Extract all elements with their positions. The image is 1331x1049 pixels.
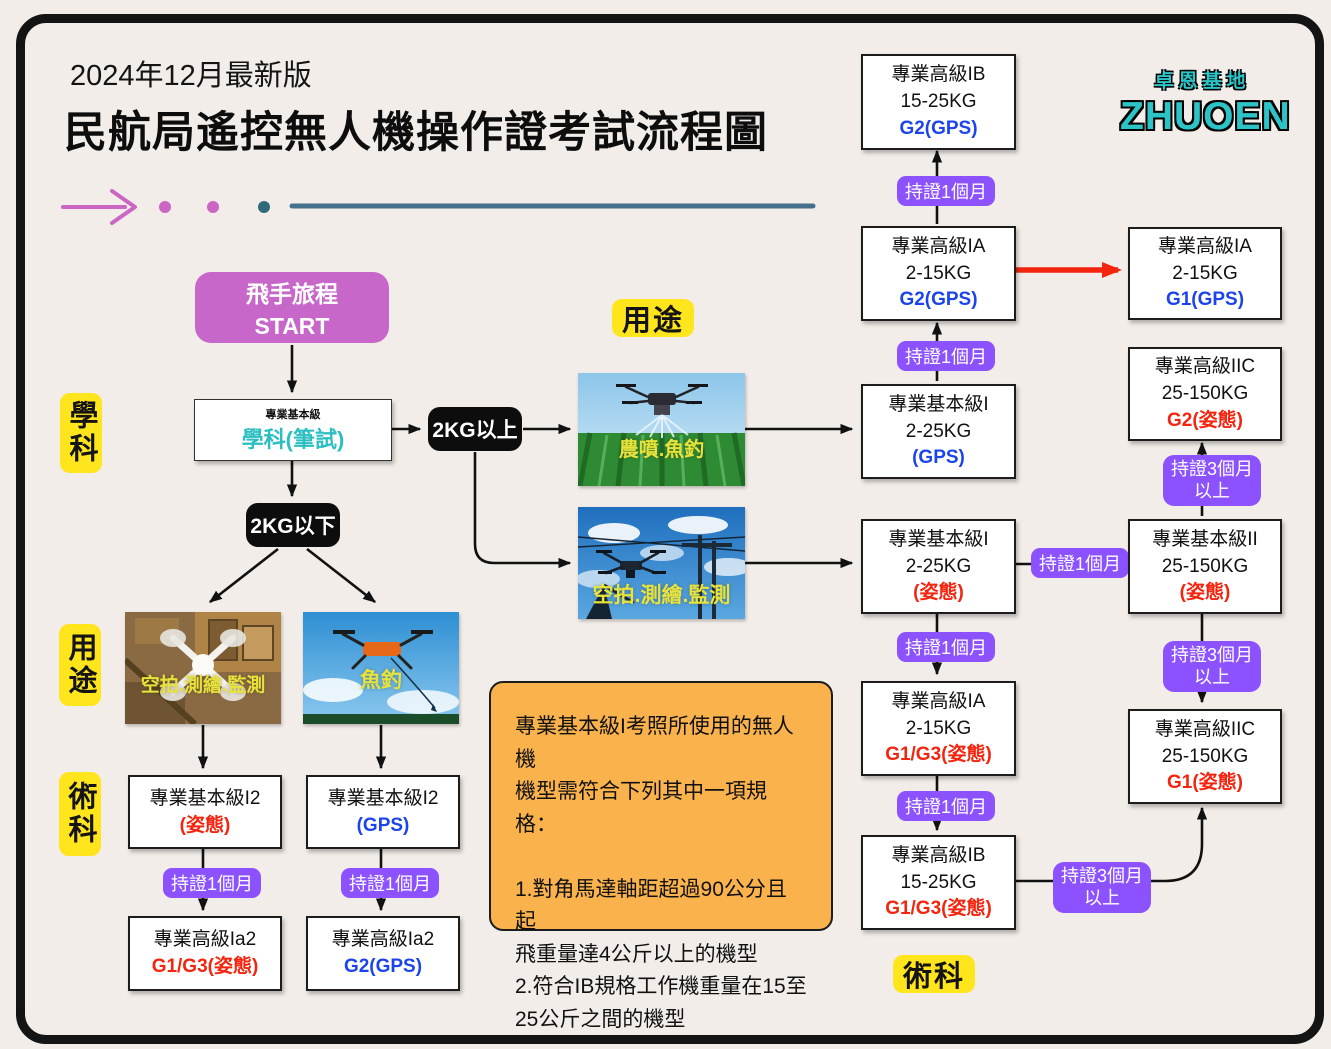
node-adv-ia-g2gps: 專業高級IA 2-15KG G2(GPS): [861, 226, 1016, 321]
node-basic-ii-attitude: 專業基本級II 25-150KG (姿態): [1128, 519, 1282, 614]
start-line1: 飛手旅程: [246, 281, 338, 307]
node-over-2kg: 2KG以上: [428, 407, 522, 451]
badge-hold-1-month: 持證1個月: [1031, 548, 1130, 578]
brand-logo-chinese: 卓恩基地: [1154, 71, 1251, 92]
badge-hold-3-months-plus: 持證3個月 以上: [1053, 862, 1152, 914]
survey-topview-illustration: [125, 612, 281, 724]
bottom-label-practical: 術科: [893, 955, 975, 993]
side-label-usage: 用途: [59, 624, 101, 706]
node-adv-iic-g1-attitude: 專業高級IIC 25-150KG G1(姿態): [1128, 709, 1282, 804]
aerial-survey-illustration: [578, 507, 745, 619]
node-under-2kg: 2KG以下: [246, 503, 340, 547]
brand-logo: 卓恩基地 ZHUOEN: [1120, 66, 1291, 139]
photo-caption: 空拍.測繪.監測: [592, 584, 731, 607]
brand-logo-english: ZHUOEN: [1120, 95, 1291, 138]
node-adv-ia-g1g3-attitude: 專業高級IA 2-15KG G1/G3(姿態): [861, 681, 1016, 776]
node-basic-i2-gps: 專業基本級I2 (GPS): [306, 775, 460, 849]
node-adv-ib-g1g3-attitude: 專業高級IB 15-25KG G1/G3(姿態): [861, 835, 1016, 930]
photo-caption: 魚釣: [360, 669, 402, 692]
fishing-drone-illustration: [303, 612, 459, 724]
node-written-exam: 專業基本級 學科(筆試): [194, 399, 392, 461]
badge-hold-3-months-plus: 持證3個月 以上: [1163, 641, 1262, 693]
side-label-subject: 學科: [60, 393, 102, 473]
node-adv-ia-g1gps: 專業高級IA 2-15KG G1(GPS): [1128, 227, 1282, 320]
badge-hold-1-month: 持證1個月: [163, 868, 262, 898]
badge-hold-1-month: 持證1個月: [341, 868, 440, 898]
node-adv-iic-g2-attitude: 專業高級IIC 25-150KG G2(姿態): [1128, 347, 1282, 441]
badge-hold-1-month: 持證1個月: [897, 791, 996, 821]
info-note-box: 專業基本級I考照所使用的無人機 機型需符合下列其中一項規格： 1.對角馬達軸距超…: [489, 681, 833, 1031]
node-adv-ia2-gps: 專業高級Ia2 G2(GPS): [306, 916, 460, 991]
node-basic-i2-attitude: 專業基本級I2 (姿態): [128, 775, 282, 849]
photo-fishing-drone: 魚釣: [303, 612, 459, 724]
side-label-practical: 術科: [59, 772, 101, 856]
agriculture-drone-illustration: [578, 373, 745, 486]
node-basic-i-attitude: 專業基本級I 2-25KG (姿態): [861, 519, 1016, 614]
edition-label: 2024年12月最新版: [70, 60, 312, 92]
written-exam-caption: 專業基本級: [265, 409, 321, 421]
badge-hold-1-month: 持證1個月: [897, 341, 996, 371]
badge-hold-1-month: 持證1個月: [897, 176, 996, 206]
node-adv-ib-g2gps: 專業高級IB 15-25KG G2(GPS): [861, 54, 1016, 150]
node-start: 飛手旅程 START: [195, 272, 389, 343]
written-exam-label: 學科(筆試): [241, 427, 345, 452]
photo-aerial-survey-drone: 空拍.測繪.監測: [578, 507, 745, 619]
start-line2: START: [254, 313, 330, 339]
badge-hold-1-month: 持證1個月: [897, 632, 996, 662]
photo-agriculture-drone: 農噴.魚釣: [578, 373, 745, 486]
node-adv-ia2-attitude: 專業高級Ia2 G1/G3(姿態): [128, 916, 282, 991]
badge-hold-3-months-plus: 持證3個月 以上: [1163, 455, 1262, 507]
page-title: 民航局遙控無人機操作證考試流程圖: [64, 109, 768, 157]
photo-survey-drone-topview: 空拍.測繪.監測: [125, 612, 281, 724]
mid-label-usage: 用途: [612, 299, 694, 337]
photo-caption: 空拍.測繪.監測: [140, 675, 266, 696]
photo-caption: 農噴.魚釣: [618, 439, 705, 461]
header-decoration: [61, 189, 816, 225]
node-basic-i-gps: 專業基本級I 2-25KG (GPS): [861, 384, 1016, 479]
